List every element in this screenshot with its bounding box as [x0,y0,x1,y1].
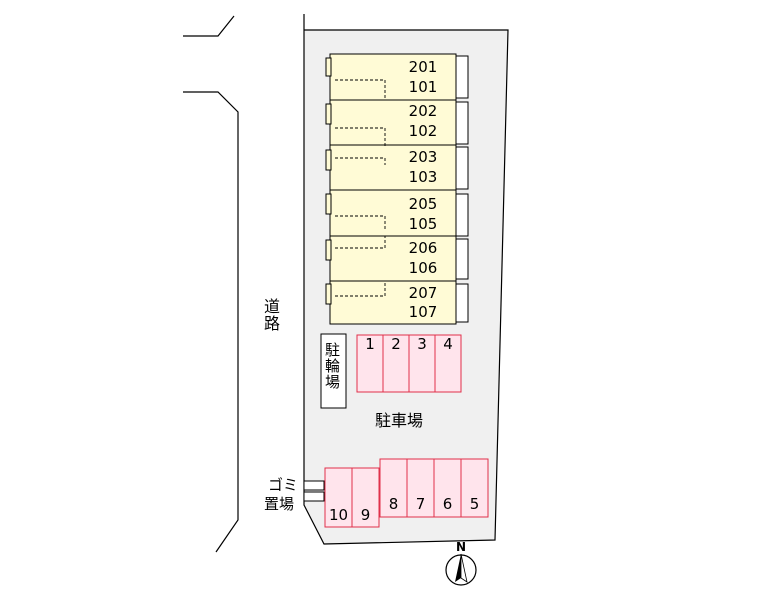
road-label: 道路 [261,298,280,332]
unit-203: 203 [408,148,438,166]
stair-dashes [335,79,386,297]
unit-101: 101 [408,78,438,96]
unit-105: 105 [408,215,438,233]
unit-106: 106 [408,259,438,277]
bicycle-parking-label: 駐輪場 [323,342,341,390]
road-lines [183,15,239,553]
parking-space-1: 1 [365,335,375,353]
garbage-station [303,480,325,502]
unit-206: 206 [408,239,438,257]
north-label: N [456,540,467,554]
parking-space-8: 8 [388,495,399,513]
unit-201: 201 [408,58,438,76]
parking-bottom-rows [324,458,489,528]
unit-207: 207 [408,284,438,302]
unit-107: 107 [408,303,438,321]
parking-space-5: 5 [469,495,480,513]
parking-space-2: 2 [391,335,401,353]
parking-space-4: 4 [443,335,453,353]
parking-space-3: 3 [417,335,427,353]
parking-space-7: 7 [415,495,426,513]
garbage-label-line2: 置場 [264,495,295,513]
bicycle-parking-area [320,333,347,409]
parking-space-9: 9 [360,506,371,524]
unit-205: 205 [408,195,438,213]
garbage-label-line1: ゴミ [268,476,299,494]
unit-202: 202 [408,102,438,120]
north-arrow-icon [445,553,477,586]
parking-space-10: 10 [328,506,349,524]
unit-102: 102 [408,122,438,140]
parking-top-row [356,334,462,393]
parking-lot-label: 駐車場 [375,411,424,430]
parking-space-6: 6 [442,495,453,513]
balconies [455,55,469,323]
unit-103: 103 [408,168,438,186]
